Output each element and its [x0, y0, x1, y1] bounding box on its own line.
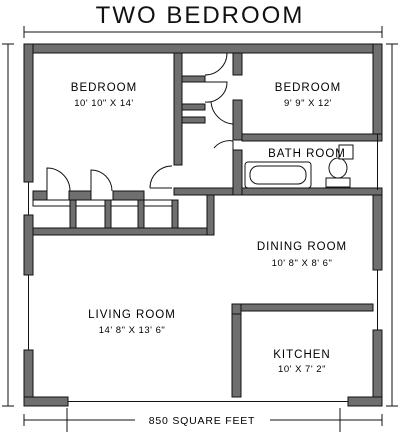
room-name-bedroom-2: BEDROOM — [275, 82, 341, 94]
door-swing-5 — [204, 81, 228, 103]
wall-bedroom2-left-lower — [232, 99, 243, 141]
wall-bedroom2-left — [232, 52, 243, 76]
room-name-dining: DINING ROOM — [257, 241, 347, 253]
toilet-tank — [325, 177, 351, 188]
wall-closet-div-3 — [137, 199, 145, 229]
wall-bottom-left — [23, 396, 69, 407]
wall-bath-bottom — [241, 187, 383, 196]
wall-top — [23, 43, 383, 54]
plan-title: TWO BEDROOM — [95, 2, 305, 29]
room-name-bath: BATH ROOM — [268, 148, 346, 160]
wall-closet-c — [181, 116, 206, 124]
room-name-kitchen: KITCHEN — [273, 349, 330, 361]
wall-right-lower — [372, 329, 383, 407]
room-dims-kitchen: 10' X 7' 2" — [278, 364, 326, 375]
room-dims-bedroom-2: 9' 9" X 12' — [284, 98, 332, 109]
wall-closet-a — [181, 75, 206, 83]
wall-kitchen-left-stub — [231, 303, 242, 315]
door-swing-6 — [210, 100, 234, 125]
doors — [46, 52, 234, 192]
wall-kitchen-top — [240, 303, 374, 312]
toilet-bowl — [328, 157, 348, 179]
wall-closet-div-4 — [171, 199, 179, 229]
room-name-living: LIVING ROOM — [88, 309, 176, 321]
wall-closet-div-1 — [69, 199, 77, 229]
wall-left-upper — [23, 43, 34, 183]
door-swing-2 — [90, 169, 113, 192]
windows — [28, 134, 378, 402]
wall-hall-right — [206, 194, 215, 236]
door-swing-4 — [204, 52, 228, 76]
wall-closet-div-2 — [104, 199, 112, 229]
bathtub-inner — [249, 165, 307, 185]
closet-row — [32, 199, 174, 207]
room-name-bedroom-1: BEDROOM — [71, 82, 137, 94]
wall-hall-top — [173, 187, 234, 196]
wall-bedroom1-right — [173, 52, 183, 166]
door-swing-3 — [149, 165, 173, 189]
wall-bath-left — [232, 149, 243, 196]
room-dims-bedroom-1: 10' 10" X 14' — [74, 98, 133, 109]
wall-left-mid — [23, 214, 34, 276]
wall-closet-b — [181, 103, 206, 111]
wall-bottom-right — [347, 396, 383, 407]
dimension-lines — [2, 26, 398, 432]
wall-bedroom1-bottom-c — [112, 190, 145, 201]
wall-right-mid — [372, 189, 383, 271]
wall-right-upper — [372, 43, 383, 135]
sink — [338, 144, 354, 160]
room-dims-living: 14' 8" X 13' 6" — [99, 325, 165, 336]
wall-bedroom1-bottom-b — [68, 190, 92, 201]
door-swing-1 — [46, 167, 71, 192]
wall-closet-row-bottom — [32, 227, 215, 236]
wall-bedroom2-bottom — [241, 133, 383, 142]
wall-kitchen-left — [231, 313, 242, 398]
wall-bedroom1-bottom-a — [32, 190, 48, 201]
door-swing-7 — [213, 140, 234, 150]
room-dims-dining: 10' 8" X 8' 6" — [272, 258, 333, 269]
bath-fixtures — [244, 144, 354, 189]
square-footage: 850 SQUARE FEET — [149, 415, 256, 427]
